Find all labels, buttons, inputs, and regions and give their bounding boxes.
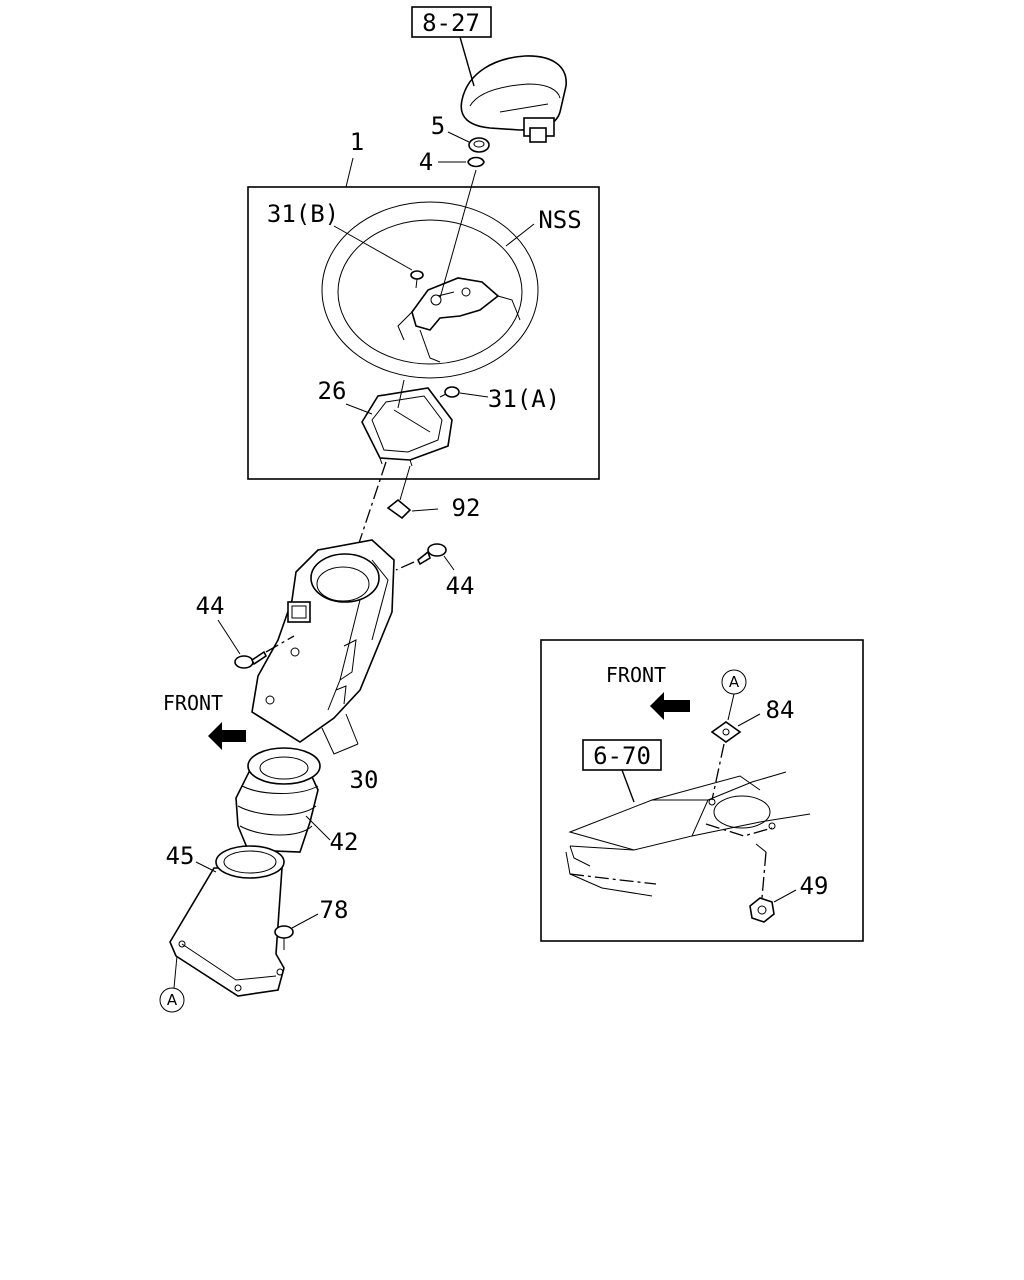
callout-1: 1	[350, 128, 364, 156]
washer-part-4	[467, 156, 485, 168]
shaft-centerline-top	[439, 169, 477, 299]
callout-92: 92	[452, 494, 481, 522]
clip-nut-part-84	[710, 721, 742, 743]
floor-panel	[565, 771, 811, 897]
callout-26: 26	[318, 377, 347, 405]
bolt-part-78	[274, 925, 294, 950]
callout-nss: NSS	[538, 206, 581, 234]
callout-5: 5	[431, 112, 445, 140]
callout-31a: 31(A)	[488, 385, 560, 413]
inset-box	[540, 639, 864, 942]
callout-45: 45	[166, 842, 195, 870]
callout-49: 49	[800, 872, 829, 900]
marker-a-bottom-circle	[159, 987, 185, 1013]
ref-label-8-27: 8-27	[422, 9, 480, 37]
assembly-box-1	[247, 186, 600, 480]
bolt-31b	[410, 270, 424, 289]
front-arrow-inset	[650, 692, 690, 720]
ref-label-6-70: 6-70	[593, 742, 651, 770]
callout-78: 78	[320, 896, 349, 924]
ref-box-8-27	[411, 6, 492, 38]
marker-a-bottom: A	[167, 991, 178, 1009]
callout-84: 84	[766, 696, 795, 724]
nut-part-49	[749, 897, 775, 923]
callout-31b: 31(B)	[267, 200, 339, 228]
front-label-inset: FRONT	[606, 663, 666, 687]
marker-a-inset: A	[729, 673, 740, 691]
callout-4: 4	[419, 148, 433, 176]
inset-centerline	[711, 743, 725, 801]
bolt-31a	[439, 386, 460, 398]
nut-part-5	[468, 137, 490, 153]
front-arrow-main	[208, 722, 246, 750]
clip-part-92	[386, 498, 412, 520]
callout-44-right: 44	[446, 572, 475, 600]
callout-42: 42	[330, 828, 359, 856]
callout-30: 30	[350, 766, 379, 794]
screw-44-left	[234, 650, 268, 669]
column-cover-part-26	[361, 387, 453, 467]
column-housing	[251, 539, 395, 743]
screw-44-right	[416, 543, 447, 566]
callout-44-left: 44	[196, 592, 225, 620]
bellows-boot-part-42	[235, 747, 321, 853]
steering-wheel	[321, 201, 539, 379]
lower-column-tube-part-45	[169, 845, 285, 997]
front-label-main: FRONT	[163, 691, 223, 715]
horn-pad-cover	[460, 55, 567, 143]
